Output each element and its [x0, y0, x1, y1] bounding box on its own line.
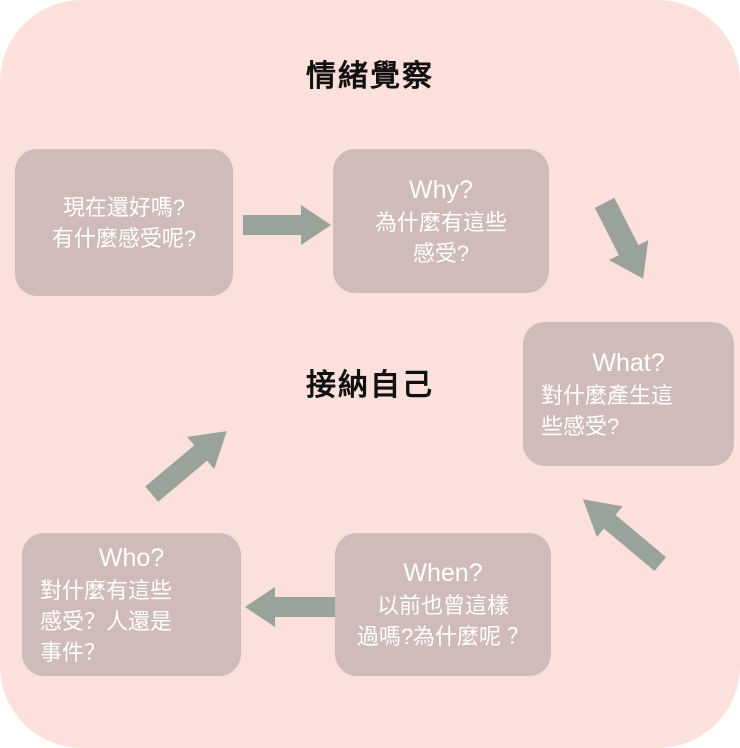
node-why-line-2: 感受? [412, 240, 470, 266]
node-what-line-2: 些感受? [541, 413, 620, 439]
node-why-lead: Why? [409, 175, 473, 204]
node-why-line-1: 為什麼有這些 [374, 209, 507, 235]
node-what-lead: What? [592, 348, 665, 377]
node-current-feeling[interactable]: 現在還好嗎? 有什麼感受呢? [15, 149, 233, 296]
node-current-feeling-line-1: 現在還好嗎? [62, 194, 186, 220]
node-when[interactable]: When? 以前也曾這樣 過嗎?為什麼呢 ？ [335, 533, 551, 676]
node-who[interactable]: Who? 對什麼有這些 感受？人還是 事件？ [22, 533, 241, 676]
node-when-line-2: 過嗎?為什麼呢 ？ [356, 624, 530, 649]
node-when-lead: When? [403, 559, 483, 587]
node-who-lead: Who? [98, 543, 165, 572]
page-title-emotion-awareness: 情緒覺察 [306, 60, 434, 93]
section-title-self-acceptance: 接納自己 [306, 369, 434, 402]
node-who-line-3: 事件？ [40, 639, 107, 665]
node-who-line-1: 對什麼有這些 [40, 577, 173, 603]
node-what[interactable]: What? 對什麼產生這 些感受? [523, 322, 734, 466]
node-what-line-1: 對什麼產生這 [541, 382, 674, 408]
node-when-line-1: 以前也曾這樣 [376, 593, 509, 618]
node-current-feeling-line-2: 有什麼感受呢? [51, 225, 197, 251]
node-who-line-2: 感受？人還是 [40, 608, 173, 634]
node-why[interactable]: Why? 為什麼有這些 感受? [333, 149, 549, 293]
